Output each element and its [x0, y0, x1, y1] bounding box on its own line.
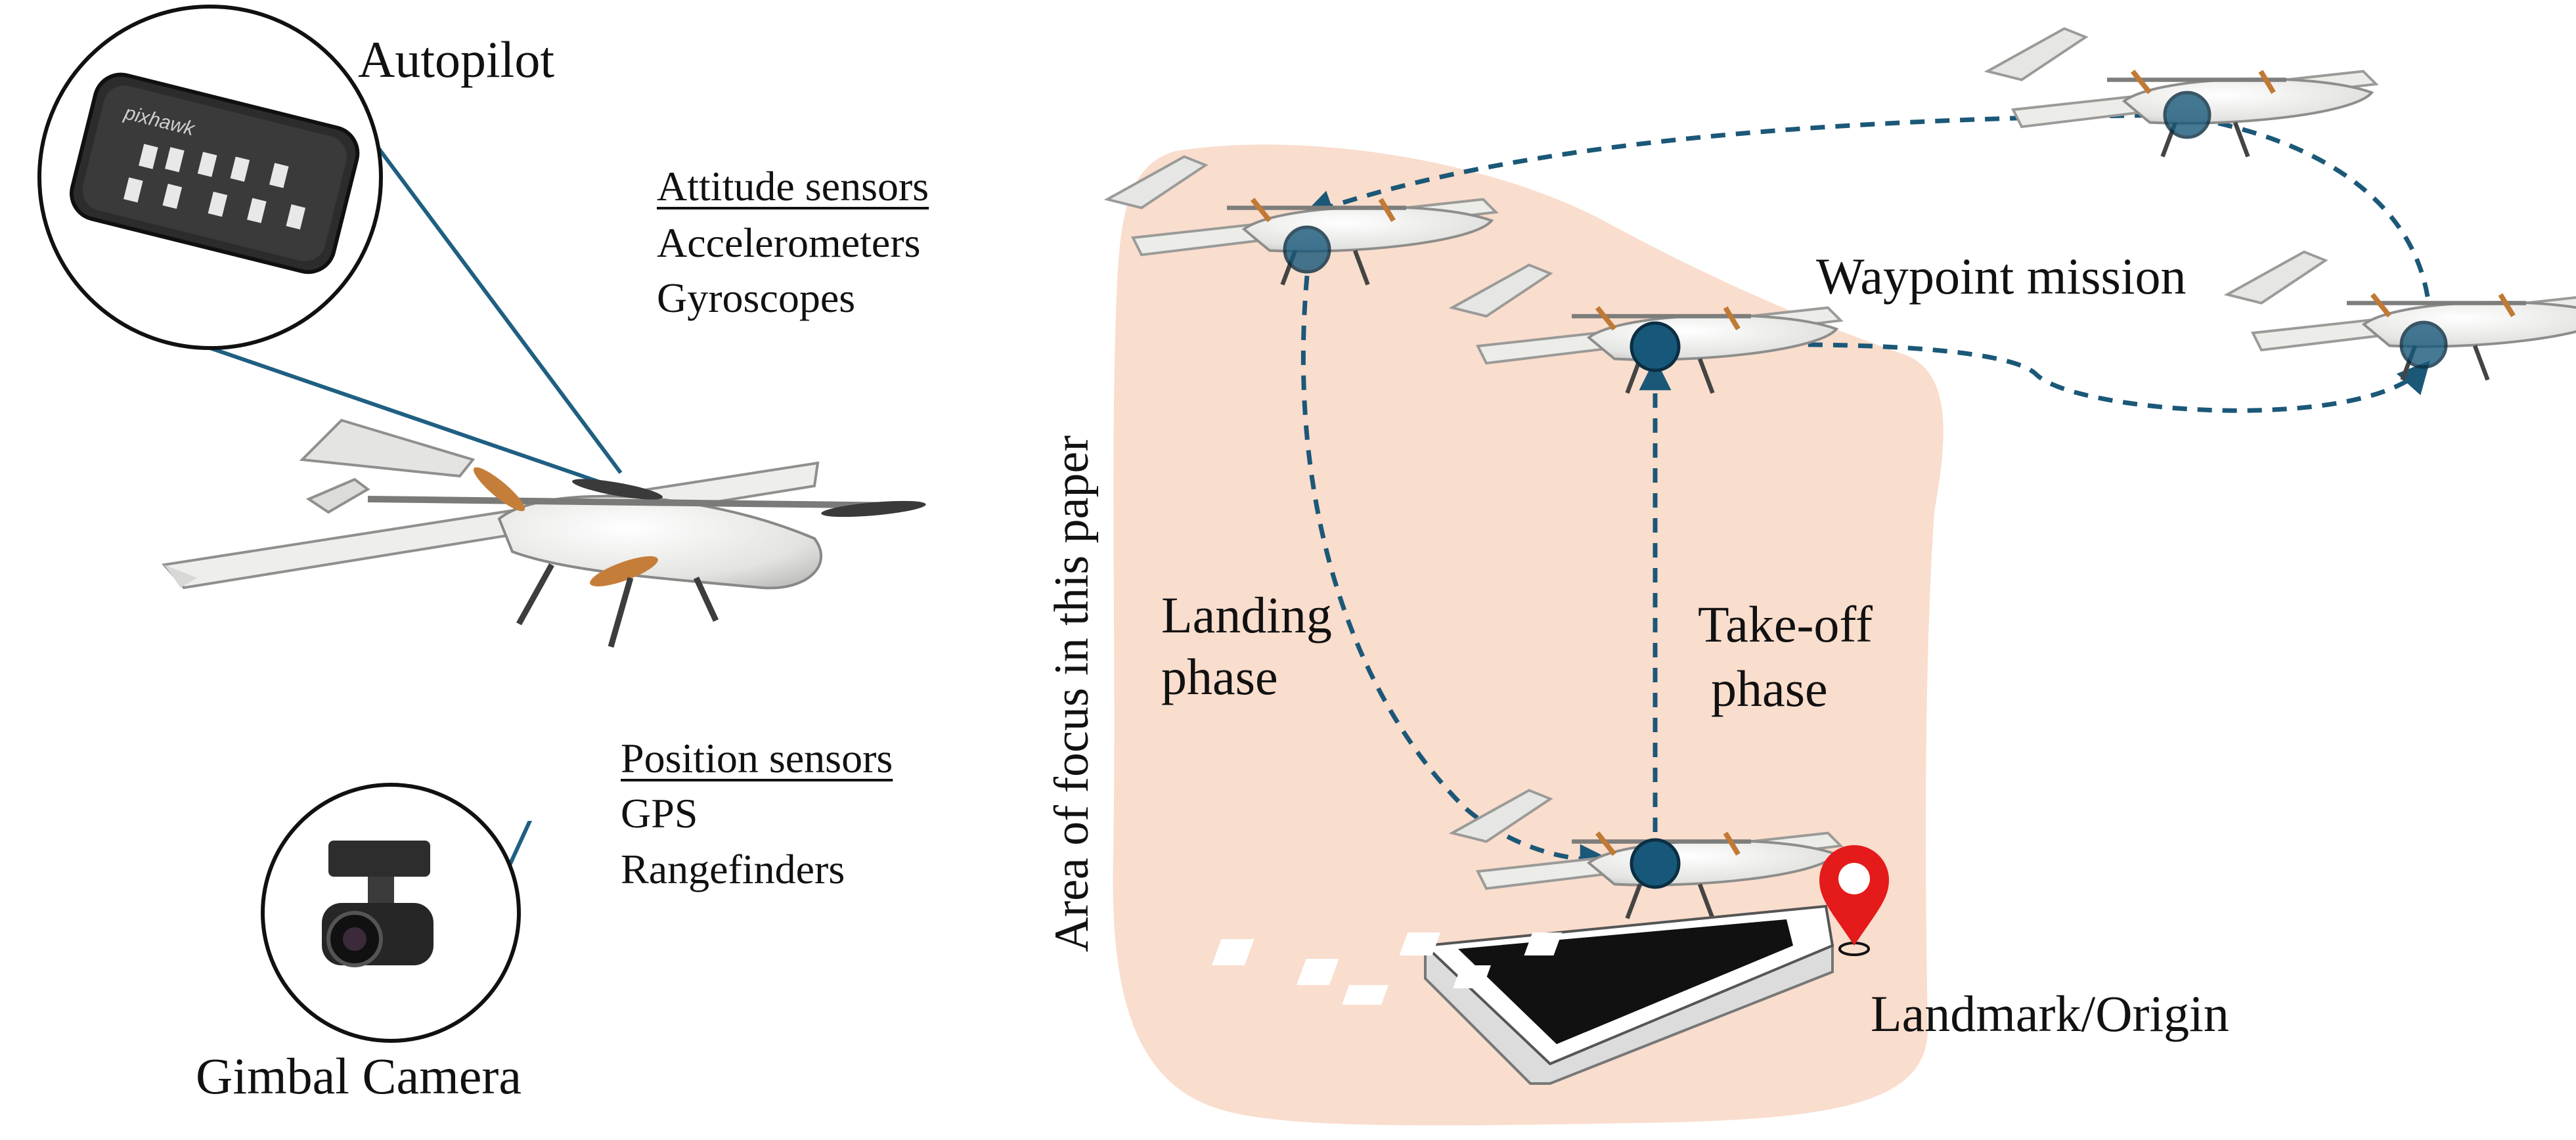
autopilot-title: Autopilot	[358, 31, 555, 88]
takeoff-phase-label-line1: Take-off	[1698, 596, 1873, 653]
attitude-sensor-item: Gyroscopes	[657, 274, 856, 321]
waypoint-markers	[1283, 91, 2448, 889]
position-sensor-item: Rangefinders	[621, 846, 845, 892]
drone-waypoint-right	[2227, 252, 2576, 380]
attitude-sensor-item: Accelerometers	[657, 219, 921, 266]
landmark-origin-label: Landmark/Origin	[1871, 985, 2229, 1042]
waypoint-marker-landing-start	[1283, 225, 1331, 274]
landing-phase-label-line2: phase	[1161, 648, 1278, 705]
autopilot-board-image: pixhawk	[70, 72, 360, 274]
waypoint-marker-right	[2399, 320, 2448, 369]
attitude-sensors-heading: Attitude sensors	[657, 163, 929, 209]
autopilot-connector-lower	[210, 346, 621, 491]
takeoff-phase-label-line2: phase	[1711, 660, 1828, 717]
gimbal-camera-image	[322, 841, 433, 967]
waypoint-marker-top-right	[2163, 91, 2211, 139]
landing-phase-label-line1: Landing	[1161, 586, 1332, 644]
focus-area-label: Area of focus in this paper	[1045, 435, 1099, 952]
gimbal-camera-inset	[261, 783, 521, 1043]
gimbal-camera-title: Gimbal Camera	[196, 1047, 522, 1105]
position-sensor-item: GPS	[621, 790, 698, 837]
main-vtol-drone-image	[151, 418, 979, 821]
landing-pad-fiducial	[1211, 904, 1834, 1085]
location-pin-icon	[1819, 845, 1889, 956]
autopilot-inset: pixhawk	[37, 5, 383, 350]
position-sensors-heading: Position sensors	[621, 735, 893, 781]
waypoint-marker-takeoff-top	[1630, 321, 1681, 372]
waypoint-path-right	[2193, 116, 2433, 329]
waypoint-mission-label: Waypoint mission	[1816, 248, 2187, 305]
waypoint-marker-landmark	[1630, 838, 1681, 889]
landing-path	[1300, 275, 1612, 877]
